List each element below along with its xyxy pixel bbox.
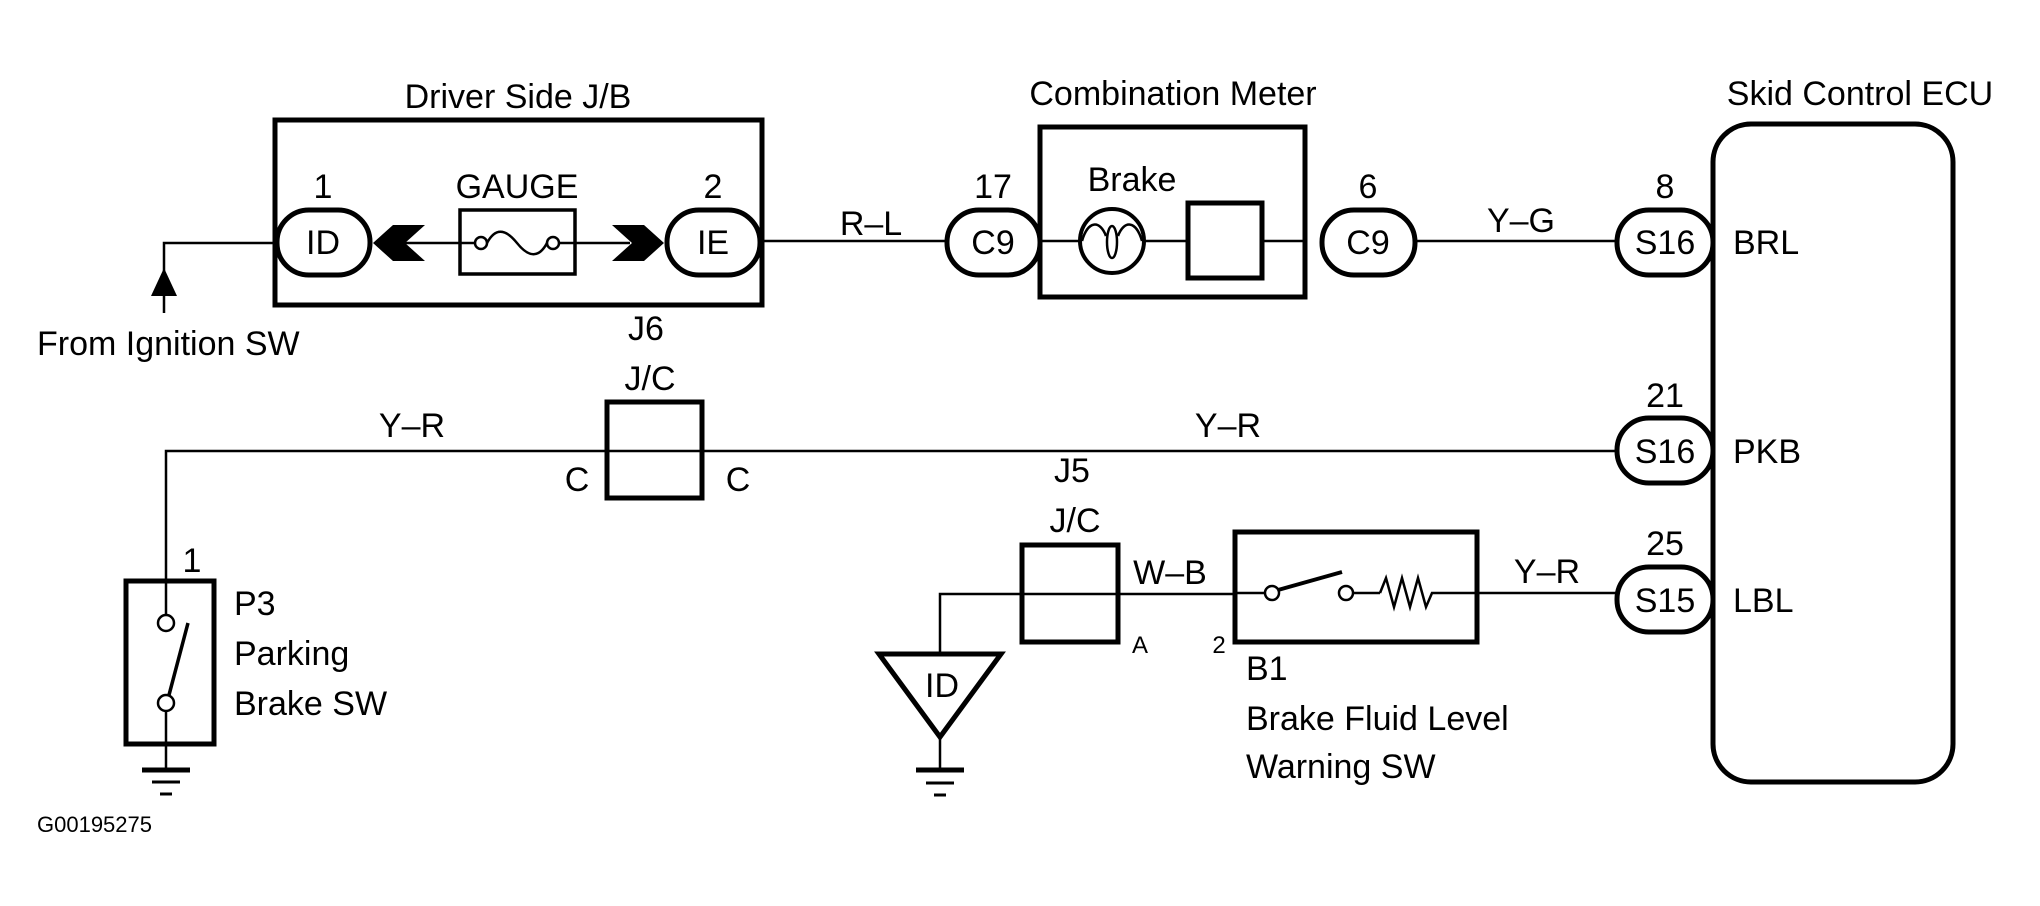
wire-y-r-left [164, 449, 607, 581]
ignition-label: From Ignition SW [37, 325, 300, 363]
j5-type: J/C [1050, 502, 1101, 540]
combination-meter: Combination Meter C9 17 Brake C9 6 [944, 75, 1418, 300]
pin-17-label: 17 [974, 168, 1012, 206]
connector-s16-brl [1614, 207, 1716, 278]
bulb-icon [1078, 207, 1146, 275]
meter-unit-box [1185, 200, 1265, 281]
diagram-id: G00195275 [37, 812, 152, 837]
ground-point-triangle [874, 651, 1006, 742]
resistor-icon [1378, 573, 1477, 612]
connector-c9-in [944, 207, 1043, 278]
bulb-label: Brake [1088, 161, 1177, 199]
j6-pin-right: C [726, 461, 751, 499]
fuse-label: GAUGE [456, 168, 579, 206]
chevron-right-icon [612, 225, 664, 261]
fluid-switch-box [1232, 529, 1480, 645]
ground-wire [938, 592, 1022, 653]
chevron-left-icon [373, 225, 425, 261]
parking-switch-id: P3 [234, 585, 276, 623]
ground-point-label: ID [925, 667, 959, 705]
meter-box [1037, 124, 1308, 300]
j6-id: J6 [628, 310, 664, 348]
arrow-up-icon [151, 268, 177, 296]
pin-6-label: 6 [1359, 168, 1378, 206]
fluid-switch-pin: 2 [1212, 632, 1225, 659]
j5-id: J5 [1054, 452, 1090, 490]
connector-id [274, 207, 373, 278]
wire-y-r-right-label: Y–R [1195, 407, 1261, 445]
connector-ie [664, 207, 763, 278]
wire-y-g-label: Y–G [1487, 202, 1555, 240]
terminal-pkb: PKB [1733, 433, 1801, 471]
pin-1-label: 1 [314, 168, 333, 206]
switch-open-icon [1235, 570, 1380, 602]
connector-c9-out-label: C9 [1346, 224, 1389, 262]
parking-switch-pin: 1 [183, 542, 202, 580]
parking-switch-name-1: Parking [234, 635, 349, 673]
j5-pin: A [1132, 632, 1148, 659]
connector-s15-lbl-label: S15 [1635, 582, 1696, 620]
terminal-brl: BRL [1733, 224, 1799, 262]
ignition-feed: From Ignition SW [37, 241, 300, 363]
fluid-switch-id: B1 [1246, 650, 1288, 688]
j6-type: J/C [625, 360, 676, 398]
j6-pin-left: C [565, 461, 590, 499]
parking-switch-name-2: Brake SW [234, 685, 387, 723]
fuse-icon [460, 230, 575, 256]
connector-id-label: ID [306, 224, 340, 262]
connector-s15-lbl [1614, 564, 1716, 635]
wire-y-r-left-label: Y–R [379, 407, 445, 445]
pin-21-label: 21 [1646, 377, 1684, 415]
pin-2-label: 2 [704, 168, 723, 206]
terminal-lbl: LBL [1733, 582, 1794, 620]
fluid-switch-name-1: Brake Fluid Level [1246, 700, 1509, 738]
connector-s16-brl-label: S16 [1635, 224, 1696, 262]
connector-c9-in-label: C9 [971, 224, 1014, 262]
fluid-level-circuit: ID J5 J/C A W–B 2 B1 Brake Fluid Level W… [874, 452, 1617, 797]
switch-open-icon [156, 581, 190, 768]
driver-side-jb: Driver Side J/B ID 1 GAUGE IE 2 [272, 78, 765, 308]
connector-ie-label: IE [697, 224, 729, 262]
ecu-title: Skid Control ECU [1727, 75, 1993, 113]
ground-icon [916, 767, 964, 797]
meter-title: Combination Meter [1029, 75, 1316, 113]
connector-s16-pkb-label: S16 [1635, 433, 1696, 471]
ground-icon [142, 767, 190, 796]
ignition-wire [162, 241, 276, 313]
jb-title: Driver Side J/B [405, 78, 632, 116]
jb-box [272, 117, 765, 308]
parking-switch-box [123, 578, 217, 747]
pin-8-label: 8 [1656, 168, 1675, 206]
skid-control-ecu: Skid Control ECU S16 8 BRL S16 21 PKB S1… [1614, 75, 1993, 785]
parking-brake-circuit: Y–R J6 J/C C C Y–R 1 P3 Parking Brake SW [123, 310, 1617, 796]
wire-y-r-lbl-label: Y–R [1514, 553, 1580, 591]
fluid-switch-name-2: Warning SW [1246, 748, 1436, 786]
connector-c9-out [1319, 207, 1418, 278]
pin-25-label: 25 [1646, 525, 1684, 563]
wire-w-b-label: W–B [1133, 554, 1207, 592]
wire-r-l-label: R–L [840, 205, 902, 243]
